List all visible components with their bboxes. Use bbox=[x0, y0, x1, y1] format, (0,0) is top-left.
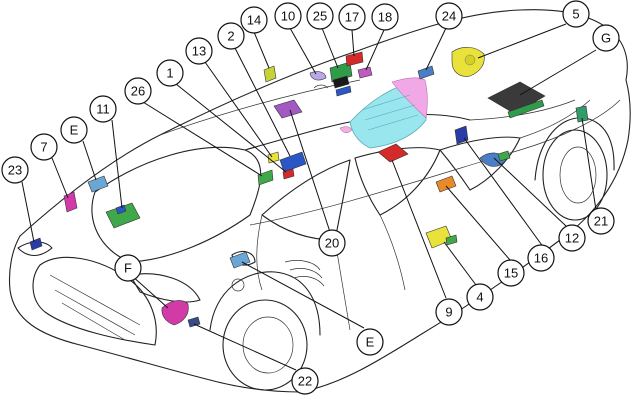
callout-label: 10 bbox=[281, 9, 295, 24]
component-22 bbox=[187, 316, 201, 328]
callout-label: 7 bbox=[40, 140, 47, 155]
callout-label: 2 bbox=[227, 29, 234, 44]
component-2 bbox=[279, 151, 307, 173]
component-24 bbox=[417, 65, 435, 80]
callout-23: 23 bbox=[1, 156, 29, 184]
callout-21: 21 bbox=[587, 207, 615, 235]
callout-label: E bbox=[366, 335, 375, 350]
callout-label: E bbox=[70, 123, 79, 138]
callout-label: 17 bbox=[345, 10, 359, 25]
component-18 bbox=[357, 66, 373, 79]
callout-25: 25 bbox=[306, 2, 334, 30]
callout-label: 11 bbox=[96, 102, 110, 117]
callout-label: 22 bbox=[298, 374, 312, 389]
callout-G: G bbox=[592, 24, 620, 52]
callout-26: 26 bbox=[124, 77, 152, 105]
callout-label: F bbox=[124, 261, 132, 276]
callout-label: 26 bbox=[131, 84, 145, 99]
callout-label: 16 bbox=[534, 251, 548, 266]
gearbox-unit bbox=[339, 77, 428, 149]
callout-label: 21 bbox=[594, 214, 608, 229]
callout-18: 18 bbox=[371, 3, 399, 31]
callout-label: 25 bbox=[313, 9, 327, 24]
callout-24: 24 bbox=[435, 2, 463, 30]
component-10 bbox=[309, 71, 327, 81]
callout-16: 16 bbox=[527, 244, 555, 272]
callout-label: 20 bbox=[325, 236, 339, 251]
component-14 bbox=[263, 65, 277, 83]
callout-label: 18 bbox=[378, 10, 392, 25]
callout-2: 2 bbox=[217, 22, 245, 50]
callout-13: 13 bbox=[185, 37, 213, 65]
callout-1: 1 bbox=[156, 59, 184, 87]
component-20 bbox=[273, 99, 303, 119]
component-G bbox=[487, 81, 546, 115]
component-26 bbox=[257, 169, 274, 186]
component-E-upper bbox=[87, 175, 109, 193]
callout-4: 4 bbox=[466, 283, 494, 311]
callout-11: 11 bbox=[89, 95, 117, 123]
callout-label: 13 bbox=[192, 44, 206, 59]
callout-E-upper: E bbox=[60, 116, 88, 144]
component-21 bbox=[575, 105, 589, 123]
callout-F: F bbox=[114, 254, 142, 282]
callout-label: 15 bbox=[504, 266, 518, 281]
callout-12: 12 bbox=[558, 224, 586, 252]
components bbox=[29, 47, 589, 328]
component-7 bbox=[63, 191, 78, 213]
component-9 bbox=[377, 143, 409, 163]
callout-20: 20 bbox=[318, 229, 346, 257]
callout-label: 24 bbox=[442, 9, 456, 24]
callout-15: 15 bbox=[497, 259, 525, 287]
leader-lines bbox=[21, 23, 597, 371]
callout-label: 23 bbox=[8, 163, 22, 178]
component-17 bbox=[345, 51, 364, 67]
callout-5: 5 bbox=[562, 0, 590, 28]
component-23 bbox=[29, 237, 43, 251]
callout-22: 22 bbox=[291, 367, 319, 395]
callout-14: 14 bbox=[240, 6, 268, 34]
callout-17: 17 bbox=[338, 3, 366, 31]
callout-10: 10 bbox=[274, 2, 302, 30]
callout-label: 5 bbox=[572, 7, 579, 22]
callout-label: 9 bbox=[445, 305, 452, 320]
callout-label: 12 bbox=[565, 231, 579, 246]
callout-label: G bbox=[601, 31, 611, 46]
component-E-lower bbox=[229, 251, 251, 269]
callout-label: 14 bbox=[247, 13, 261, 28]
callout-E-lower: E bbox=[356, 328, 384, 356]
component-15 bbox=[435, 175, 457, 193]
component-F bbox=[161, 300, 189, 326]
callout-label: 1 bbox=[166, 66, 173, 81]
callout-7: 7 bbox=[30, 133, 58, 161]
callout-label: 4 bbox=[476, 290, 483, 305]
callout-9: 9 bbox=[435, 298, 463, 326]
